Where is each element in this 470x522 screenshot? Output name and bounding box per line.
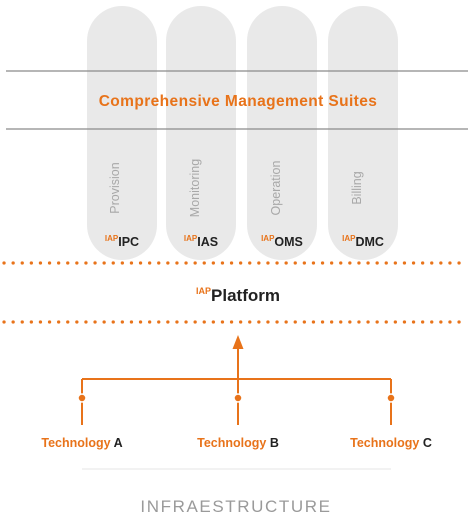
pillar-billing: Billing IAPDMC [328, 6, 398, 260]
connector-tree [77, 335, 396, 425]
suites-title: Comprehensive Management Suites [99, 93, 378, 110]
technology-b-label: Technology B [197, 436, 279, 450]
pillar-label: Provision [108, 162, 122, 213]
node-dot-c [386, 393, 396, 403]
pillar-background [328, 6, 398, 260]
pillar-background [247, 6, 317, 260]
arrow-up-icon [232, 335, 244, 349]
suite-code: IAPDMC [342, 234, 384, 249]
node-dot-a [77, 393, 87, 403]
infrastructure-label: INFRAESTRUCTURE [140, 497, 331, 516]
pillar-background [166, 6, 236, 260]
technology-a-label: Technology A [41, 436, 122, 450]
platform-title: IAPPlatform [196, 286, 280, 305]
suite-code: IAPIPC [105, 234, 139, 249]
pillar-label: Operation [269, 161, 283, 216]
suite-code: IAPIAS [184, 234, 218, 249]
pillar-operation: Operation IAPOMS [247, 6, 317, 260]
pillar-provision: Provision IAPIPC [87, 6, 157, 260]
technology-c-label: Technology C [350, 436, 432, 450]
pillar-background [87, 6, 157, 260]
suite-code: IAPOMS [261, 234, 303, 249]
pillar-label: Billing [350, 171, 364, 204]
node-dot-b [233, 393, 243, 403]
pillar-label: Monitoring [188, 159, 202, 217]
pillar-monitoring: Monitoring IAPIAS [166, 6, 236, 260]
